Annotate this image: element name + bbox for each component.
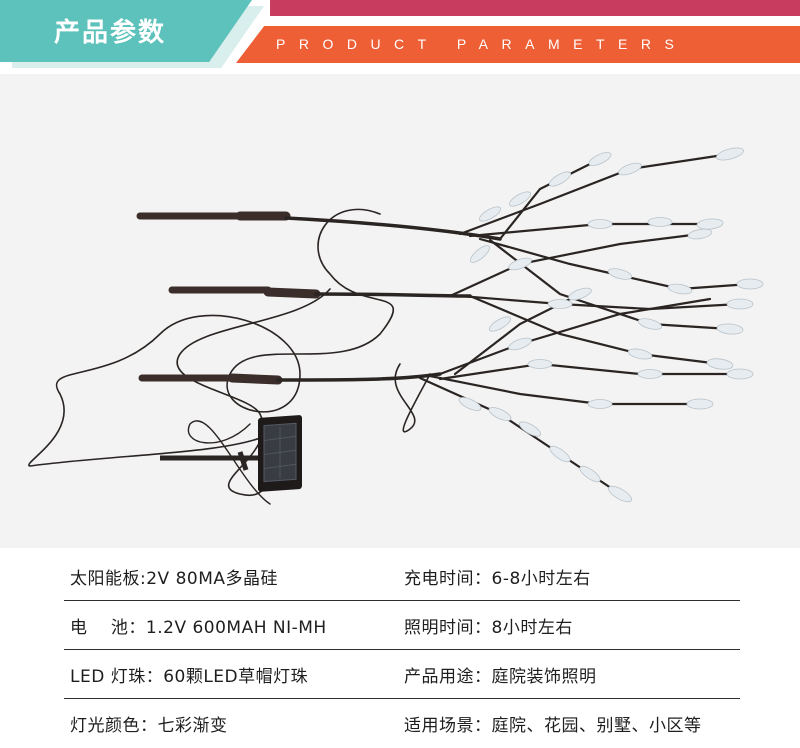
- spec-row: LED 灯珠：60颗LED草帽灯珠 产品用途：庭院装饰照明: [64, 650, 740, 699]
- spec-lighting-time: 照明时间：8小时左右: [404, 617, 573, 638]
- spec-row: 太阳能板:2V 80MA多晶硅 充电时间：6-8小时左右: [64, 552, 740, 601]
- spec-list: 太阳能板:2V 80MA多晶硅 充电时间：6-8小时左右 电 池：1.2V 60…: [64, 552, 740, 747]
- header-title-bar: [236, 26, 800, 63]
- spec-light-color: 灯光颜色：七彩渐变: [70, 715, 228, 736]
- spec-row: 电 池：1.2V 600MAH NI-MH 照明时间：8小时左右: [64, 601, 740, 650]
- spec-led-beads: LED 灯珠：60颗LED草帽灯珠: [70, 666, 309, 687]
- header-tab: [0, 0, 252, 62]
- spec-charge-time: 充电时间：6-8小时左右: [404, 568, 591, 589]
- solar-panel-icon: [160, 415, 302, 492]
- spec-scenes: 适用场景：庭院、花园、别墅、小区等: [404, 715, 702, 736]
- section-title-cn: 产品参数: [54, 18, 167, 48]
- spec-usage: 产品用途：庭院装饰照明: [404, 666, 597, 687]
- section-title-en: PRODUCT PARAMETERS: [276, 36, 688, 52]
- header-accent-bar: [270, 0, 800, 16]
- product-photo: [0, 74, 800, 548]
- spec-battery: 电 池：1.2V 600MAH NI-MH: [70, 617, 327, 638]
- spec-row: 灯光颜色：七彩渐变 适用场景：庭院、花园、别墅、小区等: [64, 699, 740, 747]
- spec-solar-panel: 太阳能板:2V 80MA多晶硅: [70, 568, 279, 589]
